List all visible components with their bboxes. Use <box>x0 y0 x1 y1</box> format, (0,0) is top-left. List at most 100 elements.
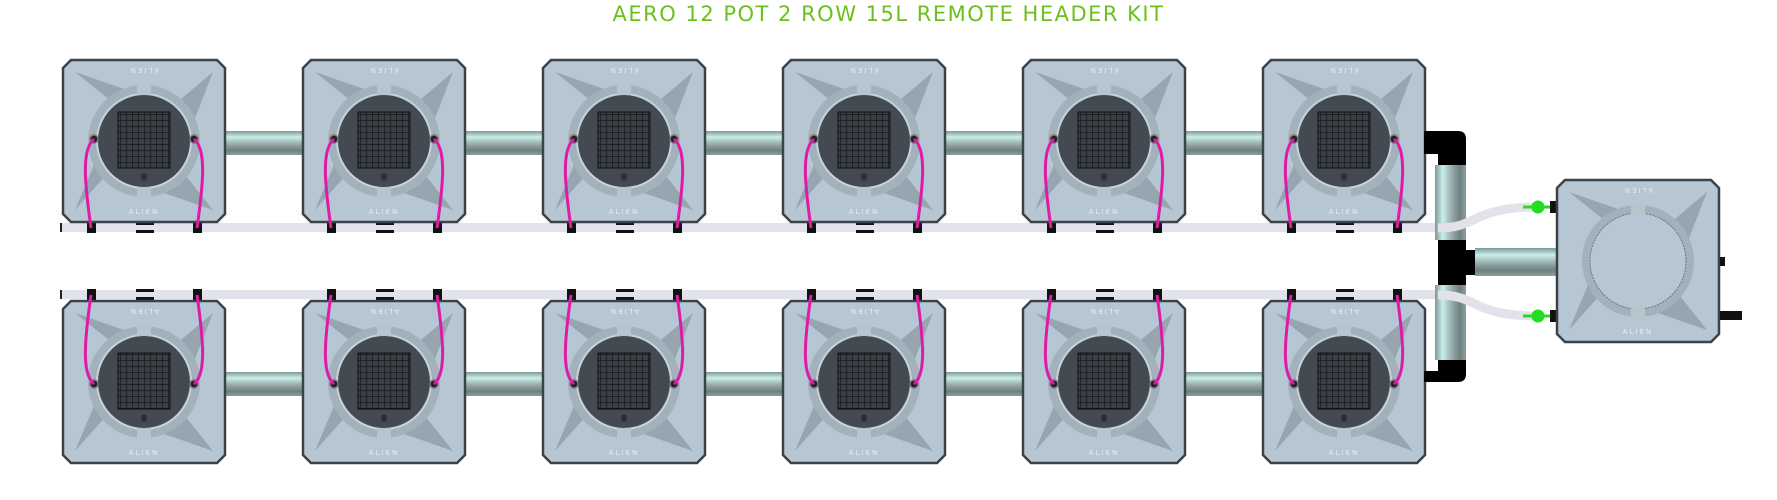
pot-10[interactable]: ALIEN ALIEN <box>781 299 947 465</box>
drip-line <box>912 294 925 386</box>
brand-label: ALIEN <box>849 66 879 74</box>
reservoir-lid <box>1589 212 1687 310</box>
net-pot-grid <box>837 111 891 169</box>
drip-line <box>1283 137 1296 229</box>
brand-label: ALIEN <box>849 449 879 457</box>
lid-tab <box>137 324 151 336</box>
lid-hole <box>621 173 627 181</box>
drip-line <box>323 294 336 386</box>
drip-line <box>432 137 445 229</box>
lid-tab <box>1097 187 1111 199</box>
valve-fitting <box>1550 310 1558 322</box>
drip-line <box>323 137 336 229</box>
drip-connector <box>673 289 682 300</box>
net-pot-grid <box>357 352 411 410</box>
brand-label: ALIEN <box>369 66 399 74</box>
lid-hole <box>861 414 867 422</box>
pipes-layer <box>225 131 1263 396</box>
lid-hole <box>1341 173 1347 181</box>
tee-outlet <box>1466 250 1475 275</box>
connecting-pipe <box>945 131 1023 155</box>
brand-label: ALIEN <box>609 307 639 315</box>
drip-lines-layer <box>83 137 1405 386</box>
brand-label: ALIEN <box>1089 307 1119 315</box>
drip-line <box>83 294 96 386</box>
brand-label: ALIEN <box>369 307 399 315</box>
connecting-pipe <box>705 372 783 396</box>
brand-label: ALIEN <box>129 66 159 74</box>
pot-2[interactable]: ALIEN ALIEN <box>301 58 467 224</box>
lid-tab <box>137 83 151 95</box>
drip-line <box>672 137 685 229</box>
drip-connector <box>193 289 202 300</box>
net-pot-grid <box>597 352 651 410</box>
connecting-pipe <box>705 131 783 155</box>
lid-tab <box>857 83 871 95</box>
tube-clip <box>1096 289 1114 292</box>
supply-pipe <box>1475 248 1561 276</box>
brand-label: ALIEN <box>1329 449 1359 457</box>
drip-line <box>192 294 205 386</box>
net-pot-grid <box>1077 111 1131 169</box>
lid-hole <box>141 414 147 422</box>
tube-clip <box>1096 230 1114 233</box>
brand-label: ALIEN <box>369 208 399 216</box>
pot-9[interactable]: ALIEN ALIEN <box>541 299 707 465</box>
drip-connector <box>913 289 922 300</box>
tube-clip <box>1336 222 1354 225</box>
drip-line <box>563 294 576 386</box>
brand-label: ALIEN <box>1329 66 1359 74</box>
lid-tab <box>137 428 151 440</box>
lid-tab <box>1631 307 1645 319</box>
drip-connector <box>1393 289 1402 300</box>
brand-label: ALIEN <box>1089 208 1119 216</box>
lid-hole <box>861 173 867 181</box>
lid-tab <box>1337 83 1351 95</box>
elbow-fitting-bottom <box>1424 360 1466 382</box>
drip-line <box>1043 137 1056 229</box>
tube-clip <box>1096 297 1114 300</box>
lid-hole <box>1101 173 1107 181</box>
drip-line <box>1283 294 1296 386</box>
pots-layer: ALIEN ALIEN ALIEN ALIEN ALIEN ALIEN ALIEN ALIEN… <box>61 58 1427 465</box>
net-pot-grid <box>1317 352 1371 410</box>
brand-label: ALIEN <box>129 307 159 315</box>
feed-tube <box>60 290 1440 299</box>
connecting-pipe <box>225 372 303 396</box>
brand-label: ALIEN <box>609 449 639 457</box>
brand-label: ALIEN <box>849 307 879 315</box>
brand-label: ALIEN <box>1329 307 1359 315</box>
tube-clip <box>856 297 874 300</box>
net-pot-grid <box>117 111 171 169</box>
lid-tab <box>617 428 631 440</box>
tube-clip <box>616 289 634 292</box>
tube-clip <box>136 230 154 233</box>
drip-connector <box>1153 289 1162 300</box>
drip-connector <box>433 289 442 300</box>
pot-12[interactable]: ALIEN ALIEN <box>1261 299 1427 465</box>
lid-tab <box>617 187 631 199</box>
tube-clip <box>1336 297 1354 300</box>
net-pot-grid <box>597 111 651 169</box>
tube-clip <box>1336 289 1354 292</box>
tube-clip <box>616 222 634 225</box>
drip-connector <box>1287 289 1296 300</box>
lid-tab <box>1097 428 1111 440</box>
connecting-pipe <box>1185 131 1263 155</box>
connecting-pipe <box>225 131 303 155</box>
brand-label: ALIEN <box>609 66 639 74</box>
connecting-pipe <box>465 131 543 155</box>
tube-clip <box>616 297 634 300</box>
drip-connector <box>1047 289 1056 300</box>
